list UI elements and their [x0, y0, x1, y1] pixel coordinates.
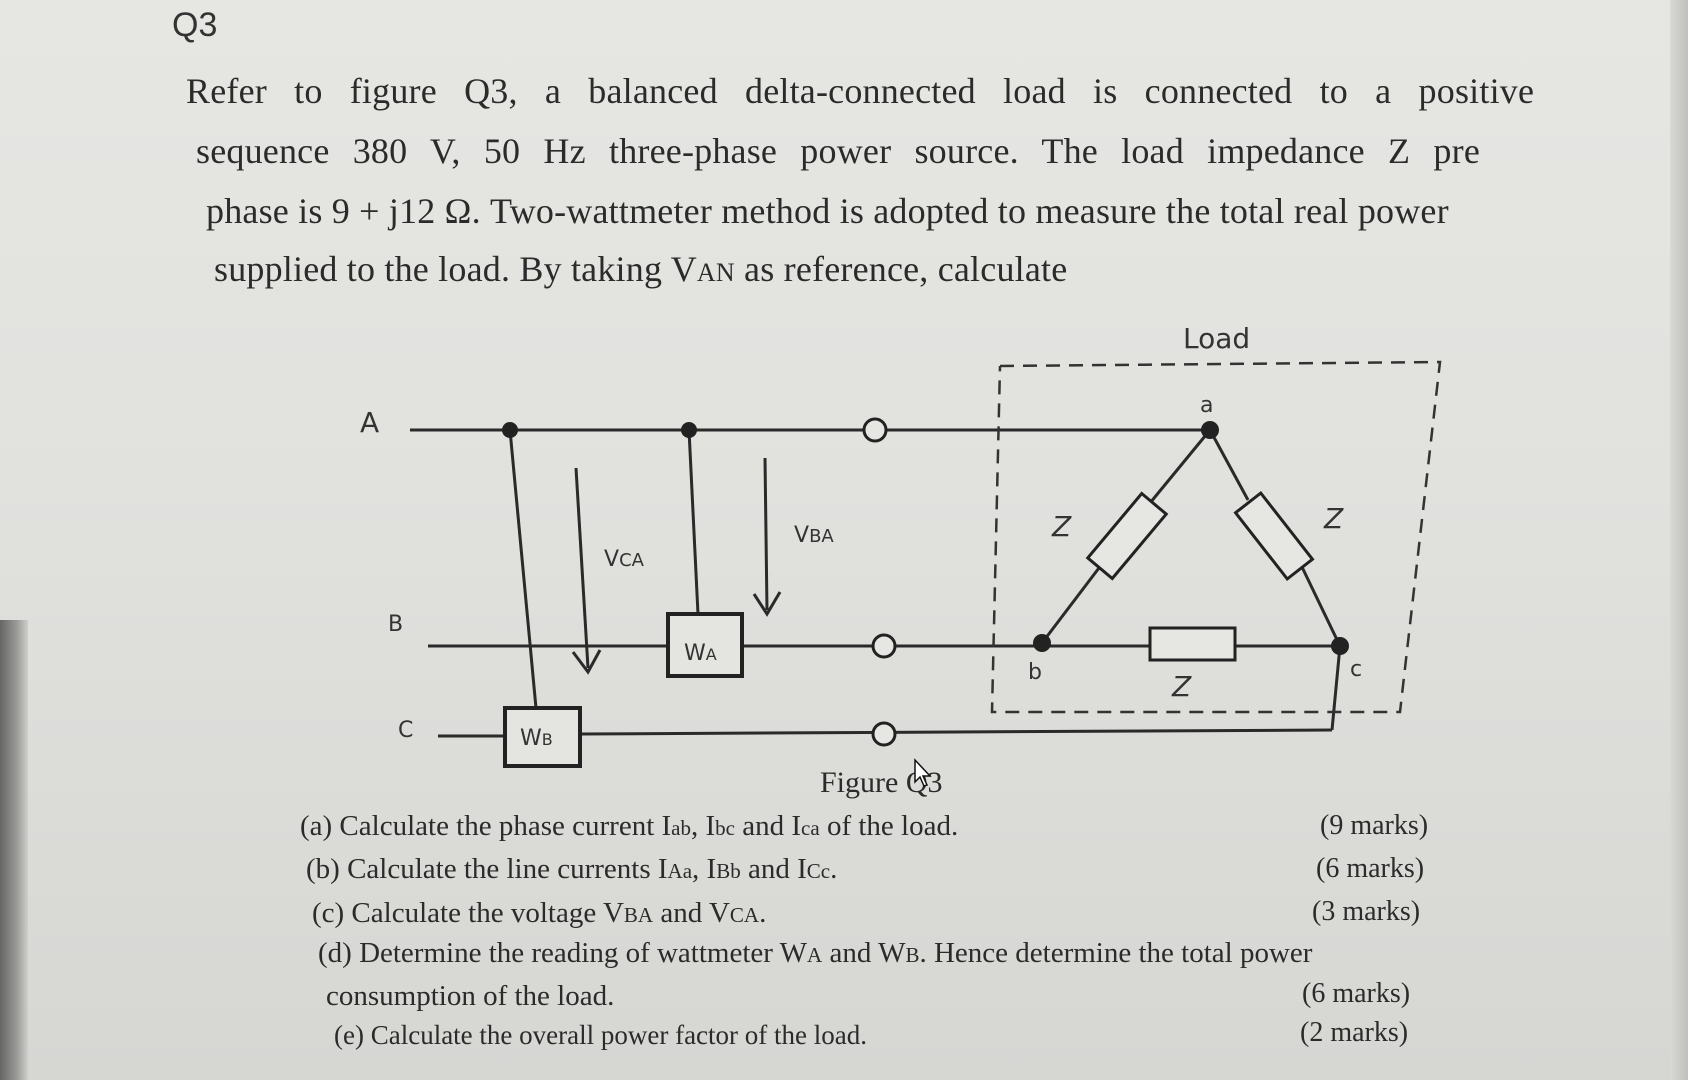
intro-line-3: phase is 9 + j12 Ω. Two-wattmeter method…	[206, 191, 1449, 231]
node-a-label: a	[1200, 393, 1213, 418]
delta-edge-ac-top	[1208, 429, 1250, 501]
delta-edge-ab-bottom	[1040, 559, 1107, 644]
part-e-marks: (2 marks)	[1300, 1017, 1409, 1048]
part-a: (a) Calculate the phase current Iab, Ibc…	[300, 810, 958, 843]
part-d-line-2: consumption of the load.	[326, 980, 615, 1012]
line-c-to-node-c	[1330, 645, 1342, 731]
impedance-ab	[1085, 491, 1169, 581]
junction-wa	[681, 422, 697, 438]
part-c: (c) Calculate the voltage VBA and VCA.	[312, 897, 766, 930]
load-dashed-box	[990, 360, 1442, 714]
terminal-b	[871, 633, 897, 659]
part-a-text-2: , I	[691, 810, 716, 842]
wattmeter-a-box	[666, 612, 744, 678]
z-right-label: Z	[1323, 502, 1344, 535]
part-b-text-4: .	[830, 853, 838, 885]
part-a-marks: (9 marks)	[1320, 810, 1429, 841]
part-b-text-3: and I	[740, 853, 807, 885]
wattmeter-b-box	[503, 706, 582, 768]
part-e: (e) Calculate the overall power factor o…	[334, 1020, 867, 1050]
junction-wb	[502, 422, 518, 438]
intro-line-1: Refer to figure Q3, a balanced delta-con…	[186, 71, 1535, 111]
intro-line-4-sub: AN	[696, 258, 735, 287]
impedance-bc	[1148, 626, 1237, 662]
line-c-wire-right	[579, 728, 1333, 736]
part-b: (b) Calculate the line currents IAa, IBb…	[306, 853, 837, 886]
part-b-sub-2: Bb	[716, 859, 741, 883]
device-bezel-right	[1670, 0, 1688, 1080]
vca-sub: CA	[619, 550, 645, 571]
delta-edge-ab-top	[1148, 429, 1212, 504]
terminal-c	[871, 721, 897, 747]
vba-v: V	[794, 523, 809, 548]
node-b-dot	[1033, 634, 1051, 652]
part-d-text-1: (d) Determine the reading of wattmeter W	[318, 937, 808, 969]
vca-v: V	[604, 547, 619, 572]
vba-sub: BA	[809, 526, 834, 547]
wattmeter-a-sub: A	[706, 645, 717, 664]
vca-arrow-shaft	[574, 467, 590, 669]
part-d-sub-1: A	[807, 943, 823, 967]
intro-line-2: sequence 380 V, 50 Hz three-phase power …	[196, 131, 1481, 171]
wa-voltage-lead	[687, 429, 700, 615]
part-a-sub-2: bc	[715, 816, 735, 840]
wb-voltage-lead	[508, 429, 538, 709]
wattmeter-a-w: W	[684, 641, 706, 666]
vca-label: VCA	[604, 547, 645, 572]
device-bezel-left	[0, 620, 28, 1080]
z-left-label: Z	[1051, 510, 1072, 543]
wattmeter-a-label: WA	[684, 641, 717, 666]
node-c-label: c	[1350, 657, 1362, 682]
part-c-sub-2: CA	[729, 903, 760, 927]
wattmeter-b-label: WB	[520, 726, 553, 751]
node-b-label: b	[1028, 660, 1042, 685]
part-a-text-4: of the load.	[819, 810, 959, 842]
intro-line-4-b: as reference, calculate	[734, 249, 1068, 289]
vca-arrowhead	[571, 649, 602, 675]
part-d-sub-2: B	[905, 943, 920, 967]
part-c-text-2: and V	[653, 897, 730, 929]
part-a-text-3: and I	[735, 810, 802, 842]
load-label: Load	[1183, 322, 1250, 355]
terminal-a	[862, 417, 888, 443]
impedance-ac	[1233, 490, 1315, 582]
part-c-marks: (3 marks)	[1312, 896, 1421, 927]
part-d-text-2: and W	[822, 937, 906, 969]
intro-line-4: supplied to the load. By taking VAN as r…	[214, 248, 1067, 290]
node-B-label: B	[388, 612, 403, 637]
part-d-marks: (6 marks)	[1302, 978, 1411, 1009]
node-A-label: A	[360, 406, 379, 439]
part-a-sub-1: ab	[671, 816, 691, 840]
vba-label: VBA	[794, 523, 834, 548]
question-number: Q3	[172, 6, 218, 44]
intro-line-4-a: supplied to the load. By taking V	[214, 249, 697, 289]
part-b-sub-1: Aa	[667, 859, 693, 883]
wattmeter-b-sub: B	[542, 730, 553, 749]
mouse-cursor-icon	[914, 758, 932, 787]
vba-arrow-shaft	[763, 457, 769, 611]
part-c-text-1: (c) Calculate the voltage V	[312, 897, 624, 929]
part-d-text-3: . Hence determine the total power	[919, 937, 1313, 969]
part-c-sub-1: BA	[623, 903, 654, 927]
vba-arrowhead	[752, 591, 782, 617]
node-c-dot	[1331, 637, 1349, 655]
delta-edge-ac-bottom	[1300, 566, 1342, 647]
z-bottom-label: Z	[1171, 670, 1192, 703]
part-d: (d) Determine the reading of wattmeter W…	[318, 937, 1312, 970]
part-b-text-2: , I	[692, 853, 717, 885]
node-C-label: C	[398, 718, 413, 743]
node-a-dot	[1201, 421, 1219, 439]
part-b-sub-3: Cc	[806, 859, 831, 883]
wattmeter-b-w: W	[520, 726, 542, 751]
part-b-marks: (6 marks)	[1316, 853, 1425, 884]
part-a-text-1: (a) Calculate the phase current I	[300, 810, 672, 842]
part-c-text-3: .	[759, 897, 767, 929]
part-b-text-1: (b) Calculate the line currents I	[306, 853, 668, 885]
part-a-sub-3: ca	[801, 816, 820, 840]
